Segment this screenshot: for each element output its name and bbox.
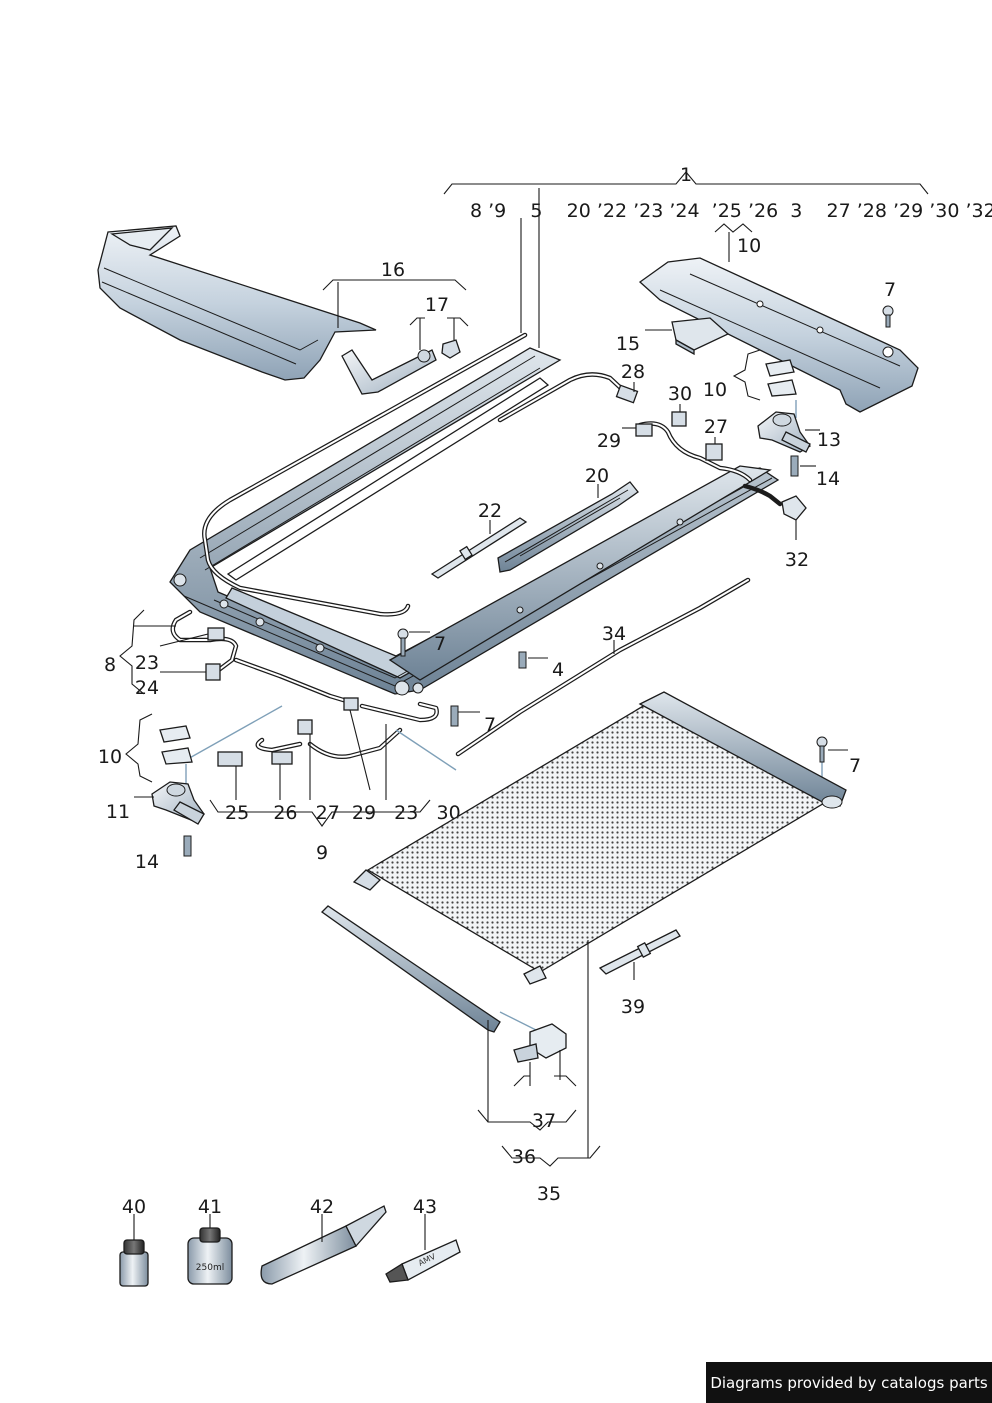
callout-28: 28 <box>621 361 645 383</box>
callout-32: 32 <box>785 549 809 571</box>
callout-16: 16 <box>381 259 405 281</box>
callout-9-leaders <box>209 709 431 827</box>
callout-29-right: 29 <box>597 430 621 452</box>
callout-42: 42 <box>310 1196 334 1218</box>
callout-10-left: 10 <box>98 746 122 768</box>
callout-22: 22 <box>478 500 502 522</box>
callout-13: 13 <box>817 429 841 451</box>
sunroof-frame <box>169 347 780 696</box>
callout-39: 39 <box>621 996 645 1018</box>
sliding-mechanism-20 <box>497 481 639 573</box>
callout-7-lower: 7 <box>484 714 496 736</box>
bottle-41-label: 250ml <box>196 1263 224 1273</box>
callout-43: 43 <box>413 1196 437 1218</box>
connector-24 <box>205 663 221 681</box>
callout-7-center: 7 <box>434 633 446 655</box>
guide-hose-32 <box>742 483 783 507</box>
callout-9: 9 <box>316 842 328 864</box>
screw-14-right <box>790 455 799 477</box>
callout-35: 35 <box>537 1183 561 1205</box>
screw-7-top <box>882 305 894 328</box>
slider-block-37 <box>513 1023 567 1063</box>
callout-1-sublist: 8 ’9 5 20 ’22 ’23 ’24 ’25 ’26 3 27 ’28 ’… <box>470 200 992 222</box>
callout-36-bracket <box>501 1145 601 1167</box>
bracket-10-left-b <box>161 747 193 765</box>
bracket-10-right-a <box>765 359 795 377</box>
callout-7-right: 7 <box>849 755 861 777</box>
callout-23-left: 23 <box>135 652 159 674</box>
callout-37-top-bracket <box>513 1075 577 1087</box>
callout-40: 40 <box>122 1196 146 1218</box>
callout-30-right: 30 <box>668 383 692 405</box>
connector-29-right <box>635 423 653 437</box>
callout-41: 41 <box>198 1196 222 1218</box>
guide-32 <box>781 495 807 521</box>
grease-jar-40 <box>119 1239 149 1287</box>
lever-arm <box>341 349 437 395</box>
cartridge-42 <box>260 1205 387 1285</box>
callout-14-right: 14 <box>816 468 840 490</box>
screw-4 <box>518 651 527 669</box>
callout-9-sublist: 25 26 27 29 23 30 <box>225 802 461 824</box>
callout-36: 36 <box>512 1146 536 1168</box>
callout-4: 4 <box>552 659 564 681</box>
connector-25 <box>217 751 243 767</box>
clip-17 <box>441 339 461 359</box>
callout-17: 17 <box>425 294 449 316</box>
callout-34: 34 <box>602 623 626 645</box>
bracket-10-left-a <box>159 725 191 743</box>
callout-16-bracket <box>322 279 467 291</box>
callout-7-top: 7 <box>884 279 896 301</box>
connector-23-lower <box>343 697 359 711</box>
callout-11: 11 <box>106 801 130 823</box>
callout-15: 15 <box>616 333 640 355</box>
screw-7-right <box>816 736 828 763</box>
callout-37-bracket <box>477 1109 577 1131</box>
front-cross-member <box>638 257 919 413</box>
bottle-41: 250ml <box>187 1227 233 1285</box>
guide-pin-39 <box>598 929 681 975</box>
front-bow-36 <box>320 905 501 1033</box>
connector-27-right <box>705 443 723 461</box>
motor-11 <box>151 781 205 825</box>
drive-cable-22 <box>430 517 528 579</box>
motor-13 <box>757 411 811 453</box>
connector-26 <box>271 751 293 765</box>
screw-7-center <box>397 628 409 657</box>
callout-3-bracket <box>714 223 753 233</box>
tube-43: AMV <box>385 1239 461 1283</box>
callout-10-left-bracket <box>125 713 153 783</box>
callout-1-bracket <box>443 171 929 348</box>
callout-20: 20 <box>585 465 609 487</box>
control-unit-15 <box>671 317 730 356</box>
callout-10-right: 10 <box>703 379 727 401</box>
harness-9 <box>255 701 439 759</box>
side-trim-panel <box>97 225 377 381</box>
connector-27-left <box>297 719 313 735</box>
callout-10-right-bracket <box>732 349 761 401</box>
connector-30-right <box>671 411 687 427</box>
callout-24: 24 <box>135 677 159 699</box>
callout-27-right: 27 <box>704 416 728 438</box>
sunshade-roller-blind <box>352 691 847 985</box>
callout-17-bracket <box>409 317 469 327</box>
alignment-line-left <box>185 705 283 761</box>
attribution-banner: Diagrams provided by catalogs parts <box>706 1362 992 1403</box>
connector-28 <box>615 384 639 404</box>
connector-23-left <box>207 627 225 641</box>
bracket-10-right-b <box>767 379 797 397</box>
callout-37: 37 <box>532 1110 556 1132</box>
callout-14-left: 14 <box>135 851 159 873</box>
callout-8: 8 <box>104 654 116 676</box>
callout-8-bracket <box>119 609 145 695</box>
callout-1: 1 <box>680 164 692 186</box>
screw-14-left <box>183 835 192 857</box>
screw-7-lower <box>450 705 459 727</box>
callout-3-sub: 10 <box>737 235 761 257</box>
alignment-line-center <box>395 729 457 771</box>
